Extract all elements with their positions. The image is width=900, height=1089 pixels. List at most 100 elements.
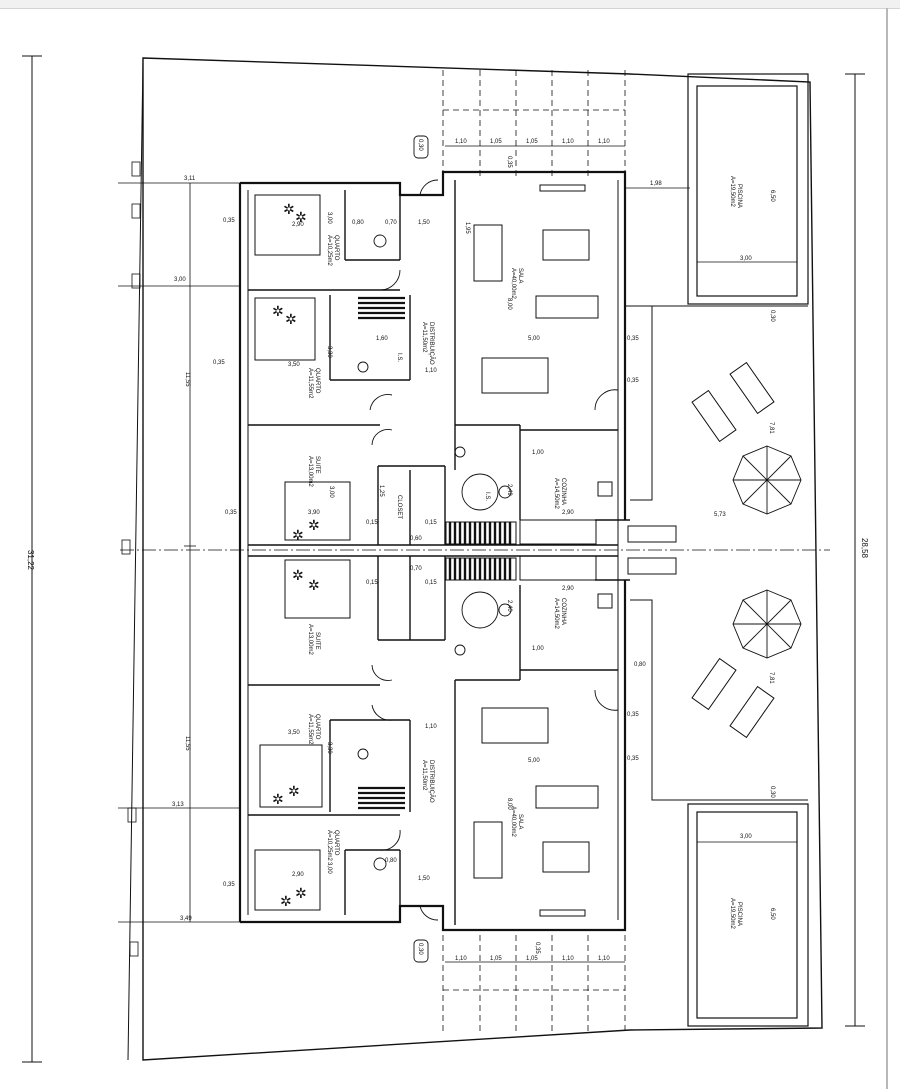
pool2-length: 6,50 — [769, 908, 775, 920]
room-sala-h: 8,00 — [506, 298, 512, 310]
kitchen-counters — [519, 481, 677, 609]
svg-text:✲: ✲ — [283, 201, 295, 217]
svg-text:✲: ✲ — [285, 311, 297, 327]
park-top-dim-4: 1,10 — [562, 139, 574, 145]
umbrella-icon — [732, 445, 802, 515]
misc-dim-12: 0,35 — [627, 378, 639, 384]
pool1-width: 3,00 — [740, 256, 752, 262]
interior-walls-lower — [248, 555, 630, 925]
patio-dim-width: 5,73 — [714, 512, 726, 518]
patio-dim-upper: 7,81 — [768, 422, 774, 434]
svg-text:✲: ✲ — [272, 303, 284, 319]
misc-dim-b7: 0,70 — [410, 566, 422, 572]
room-cozinha-w: 2,90 — [562, 510, 574, 516]
svg-text:✲: ✲ — [272, 791, 284, 807]
room-quarto1b-w: 2,90 — [292, 872, 304, 878]
room-cozinhab-area: A=14,50m2 — [553, 598, 559, 630]
viewer-scrollbar-track[interactable] — [886, 8, 888, 1089]
left-overall-dimension — [22, 55, 42, 1063]
room-quarto1b-area: A=10,25m2 — [326, 830, 332, 862]
room-quarto2b-name: QUARTO — [314, 714, 320, 740]
park-bot-dim-2: 1,05 — [490, 956, 502, 962]
patio-dim-edge-lower: 0,30 — [769, 786, 775, 798]
left-dimension-lines — [118, 182, 330, 923]
wall-dim-b1: 0,35 — [223, 882, 235, 888]
room-quarto2b-area: A=11,55m2 — [307, 714, 313, 745]
svg-text:✲: ✲ — [292, 527, 304, 543]
patio-dim-step: 0,80 — [634, 662, 646, 668]
misc-dim-b2: 1,10 — [425, 724, 437, 730]
svg-text:✲: ✲ — [288, 783, 300, 799]
room-suite-w: 3,90 — [308, 510, 320, 516]
bed-furniture — [254, 194, 351, 911]
front-setback-line — [127, 57, 144, 1061]
park-top-dim-2: 1,05 — [490, 139, 502, 145]
svg-text:✲: ✲ — [295, 209, 307, 225]
park-bot-dim-5: 1,10 — [598, 956, 610, 962]
viewer-top-bar — [0, 0, 900, 9]
pool2-name: PISCINA — [736, 902, 742, 926]
svg-text:✲: ✲ — [292, 567, 304, 583]
room-suite-area: A=13,00m2 — [307, 456, 313, 488]
parking-bottom — [442, 935, 626, 1032]
room-cozinhab-w: 2,90 — [562, 586, 574, 592]
wall-dim-2: 0,35 — [213, 360, 225, 366]
level-mark-top-label: 0,30 — [417, 139, 423, 151]
misc-dim-7: 0,80 — [352, 220, 364, 226]
pool-bottom — [687, 803, 809, 1027]
pool1-length: 6,50 — [769, 190, 775, 202]
pool2-area: A=19,50m2 — [729, 898, 735, 930]
misc-dim-3: 1,10 — [425, 368, 437, 374]
misc-dim-b10: 0,35 — [627, 756, 639, 762]
room-suite-name: SUITE — [314, 456, 320, 474]
misc-dim-1: 1,50 — [418, 220, 430, 226]
level-marker-bottom — [413, 939, 429, 963]
patio-outline — [625, 305, 808, 801]
room-quarto2b-h: 3,30 — [326, 742, 332, 754]
room-suiteb-area: A=13,00m2 — [307, 624, 313, 656]
svg-text:✲: ✲ — [308, 577, 320, 593]
room-sala-name: SALA — [517, 268, 523, 283]
room-quarto2-w: 3,50 — [288, 362, 300, 368]
pool1-name: PISCINA — [736, 184, 742, 208]
misc-dim-13: 2,49 — [506, 484, 512, 496]
wall-dim-1: 0,35 — [223, 218, 235, 224]
misc-dim-11: 0,35 — [627, 336, 639, 342]
misc-dim-b6: 0,80 — [385, 858, 397, 864]
room-quarto2b-w: 3,50 — [288, 730, 300, 736]
umbrella-icon — [732, 589, 802, 659]
room-dist-area: A=11,50m2 — [421, 322, 427, 353]
patio-dim-lower: 7,81 — [768, 672, 774, 684]
room-quarto1-h: 3,00 — [326, 212, 332, 224]
room-quarto2-h: 3,30 — [326, 346, 332, 358]
misc-dim-8: 0,70 — [385, 220, 397, 226]
misc-dim-9: 0,60 — [410, 536, 422, 542]
misc-dim-b4: 0,15 — [366, 580, 378, 586]
room-wc1: I.S. — [396, 353, 402, 362]
lot-boundary — [142, 57, 823, 1061]
building-walls — [238, 170, 627, 932]
misc-dim-6: 0,15 — [425, 520, 437, 526]
misc-dim-5: 0,15 — [366, 520, 378, 526]
svg-text:✲: ✲ — [280, 893, 292, 909]
living-furniture — [473, 184, 599, 917]
svg-text:✲: ✲ — [308, 517, 320, 533]
misc-dim-b9: 0,35 — [627, 712, 639, 718]
room-cozinha-name: COZINHA — [560, 478, 566, 505]
dim-upper-span: 11,55 — [184, 372, 190, 387]
park-bot-dim-1: 1,10 — [455, 956, 467, 962]
stairs — [358, 296, 517, 810]
room-quarto1-area: A=10,25m2 — [326, 235, 332, 267]
room-quarto1-w: 2,90 — [292, 222, 304, 228]
patio-dim-top: 1,98 — [650, 181, 662, 187]
room-quarto1-name: QUARTO — [333, 235, 339, 261]
room-quarto2-area: A=11,55m2 — [307, 368, 313, 399]
level-marker-top — [413, 135, 429, 159]
misc-dim-10: 1,95 — [464, 222, 470, 234]
misc-dim-14: 1,25 — [378, 485, 384, 497]
room-quarto2-name: QUARTO — [314, 368, 320, 394]
park-bot-dim-4: 1,10 — [562, 956, 574, 962]
pool2-width: 3,00 — [740, 834, 752, 840]
room-sala-area: A=40,00m2 — [510, 268, 516, 300]
